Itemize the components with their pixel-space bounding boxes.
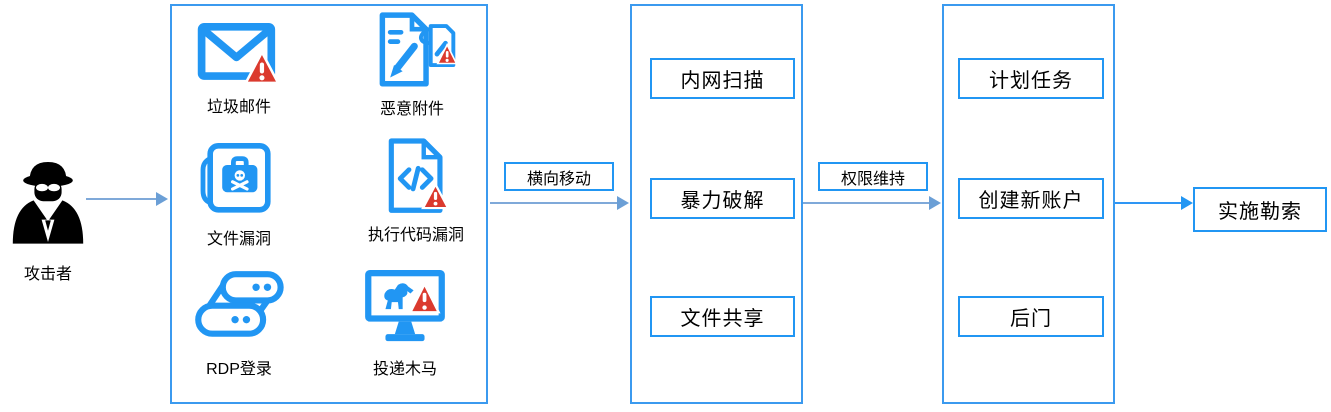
transition-privilege-persistence-label: 权限维持 xyxy=(818,162,928,191)
stage2-item-file-sharing: 文件共享 xyxy=(650,296,795,337)
arrow-attacker-to-stage1 xyxy=(86,192,168,206)
arrow-stage3-to-final xyxy=(1115,196,1193,210)
stage2-item-brute-force: 暴力破解 xyxy=(650,178,795,219)
arrow-line xyxy=(86,198,156,200)
stage2-item-intranet-scan: 内网扫描 xyxy=(650,58,795,99)
attacker-label: 攻击者 xyxy=(23,266,72,283)
warning-triangle-icon xyxy=(243,49,281,85)
stage1-box: 垃圾邮件 恶意附件 xyxy=(170,4,488,404)
attachment-warning-icon xyxy=(379,12,458,87)
arrow-line xyxy=(1115,202,1181,204)
arrow-head-icon xyxy=(617,196,629,210)
trojan-monitor-icon xyxy=(365,270,445,342)
stage1-item-code-exploit: 执行代码漏洞 xyxy=(356,136,476,245)
arrow-head-icon xyxy=(156,192,168,206)
stage3-item-backdoor: 后门 xyxy=(958,296,1104,337)
arrow-stage1-to-stage2 xyxy=(490,196,629,210)
warning-triangle-icon xyxy=(421,182,450,210)
stage1-item-spam: 垃圾邮件 xyxy=(179,20,299,117)
warning-triangle-icon xyxy=(436,43,458,65)
trojan-horse-glyph xyxy=(384,283,414,310)
stage1-item-trojan: 投递木马 xyxy=(345,262,465,379)
file-exploit-icon xyxy=(200,143,271,213)
warning-triangle-icon xyxy=(408,281,441,314)
spy-icon xyxy=(12,162,84,244)
stage1-item-rdp: RDP登录 xyxy=(179,264,299,379)
transition-lateral-movement-label: 横向移动 xyxy=(504,162,614,191)
stage1-item-label: 投递木马 xyxy=(372,361,437,378)
arrow-line xyxy=(490,202,617,204)
stage1-item-label: 执行代码漏洞 xyxy=(367,227,464,244)
code-exploit-icon xyxy=(388,138,450,213)
stage1-item-label: 文件漏洞 xyxy=(206,231,271,248)
arrow-head-icon xyxy=(929,196,941,210)
mail-warning-icon xyxy=(197,22,281,85)
stage1-item-label: RDP登录 xyxy=(206,361,272,378)
stage2-box: 内网扫描 暴力破解 文件共享 xyxy=(630,4,803,404)
arrow-line xyxy=(803,202,929,204)
arrow-stage2-to-stage3 xyxy=(803,196,941,210)
stage1-item-label: 恶意附件 xyxy=(379,101,444,118)
stage3-box: 计划任务 创建新账户 后门 xyxy=(942,4,1115,404)
server-drives-icon xyxy=(195,271,284,337)
stage1-item-label: 垃圾邮件 xyxy=(206,99,271,116)
stage1-item-attachment: 恶意附件 xyxy=(352,12,472,119)
final-ransom-box: 实施勒索 xyxy=(1193,187,1327,232)
stage3-item-new-account: 创建新账户 xyxy=(958,178,1104,219)
arrow-head-icon xyxy=(1181,196,1193,210)
stage3-item-scheduled-task: 计划任务 xyxy=(958,58,1104,99)
stage1-item-file-exploit: 文件漏洞 xyxy=(179,138,299,249)
